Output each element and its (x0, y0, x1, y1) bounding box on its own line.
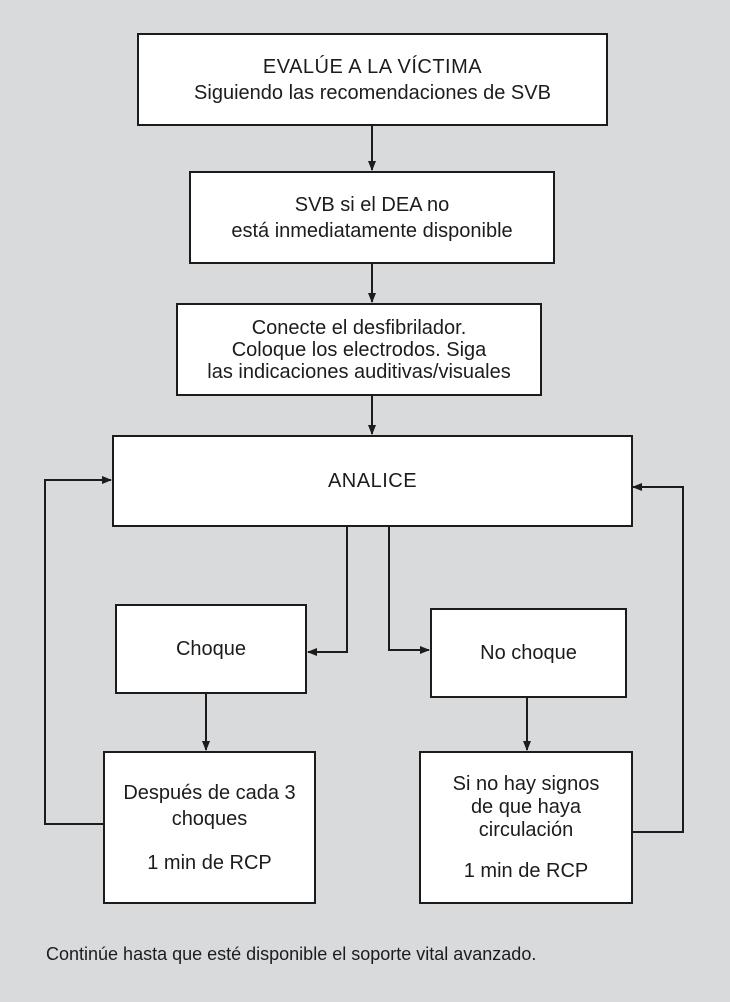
connect-line3: las indicaciones auditivas/visuales (207, 360, 511, 383)
arrow-no-signs-loop-to-analyze (632, 483, 684, 833)
arrow-analyze-to-no-shock (388, 527, 430, 654)
arrow-after-shocks-loop-to-analyze (44, 476, 112, 825)
svb-line1: SVB si el DEA no (294, 193, 450, 216)
svb-box: SVB si el DEA no está inmediatamente dis… (189, 171, 555, 264)
analyze-label: ANALICE (327, 470, 418, 492)
no-shock-box: No choque (430, 608, 627, 698)
connect-line2: Coloque los electrodos. Siga (231, 338, 487, 361)
evaluate-title: EVALÚE A LA VÍCTIMA (262, 55, 483, 78)
evaluate-victim-box: EVALÚE A LA VÍCTIMA Siguiendo las recome… (137, 33, 608, 126)
no-signs-cpr: 1 min de RCP (463, 859, 589, 882)
connect-defibrillator-box: Conecte el desfibrilador. Coloque los el… (176, 303, 542, 396)
after-shocks-line2: choques (171, 807, 248, 830)
no-signs-line1: Si no hay signos (452, 772, 600, 795)
footer-note: Continúe hasta que esté disponible el so… (46, 944, 537, 964)
svb-line2: está inmediatamente disponible (231, 219, 513, 242)
evaluate-subtitle: Siguiendo las recomendaciones de SVB (194, 81, 551, 104)
no-signs-box: Si no hay signos de que haya circulación… (419, 751, 633, 904)
after-shocks-cpr: 1 min de RCP (147, 851, 272, 874)
no-shock-label: No choque (480, 642, 577, 664)
no-signs-line2: de que haya (470, 795, 582, 818)
analyze-box: ANALICE (112, 435, 633, 527)
after-shocks-line1: Después de cada 3 (123, 781, 296, 804)
no-signs-line3: circulación (478, 818, 574, 841)
shock-box: Choque (115, 604, 307, 694)
after-shocks-box: Después de cada 3 choques 1 min de RCP (103, 751, 316, 904)
connect-line1: Conecte el desfibrilador. (251, 316, 467, 339)
shock-label: Choque (175, 638, 247, 660)
arrow-analyze-to-shock (307, 527, 348, 656)
